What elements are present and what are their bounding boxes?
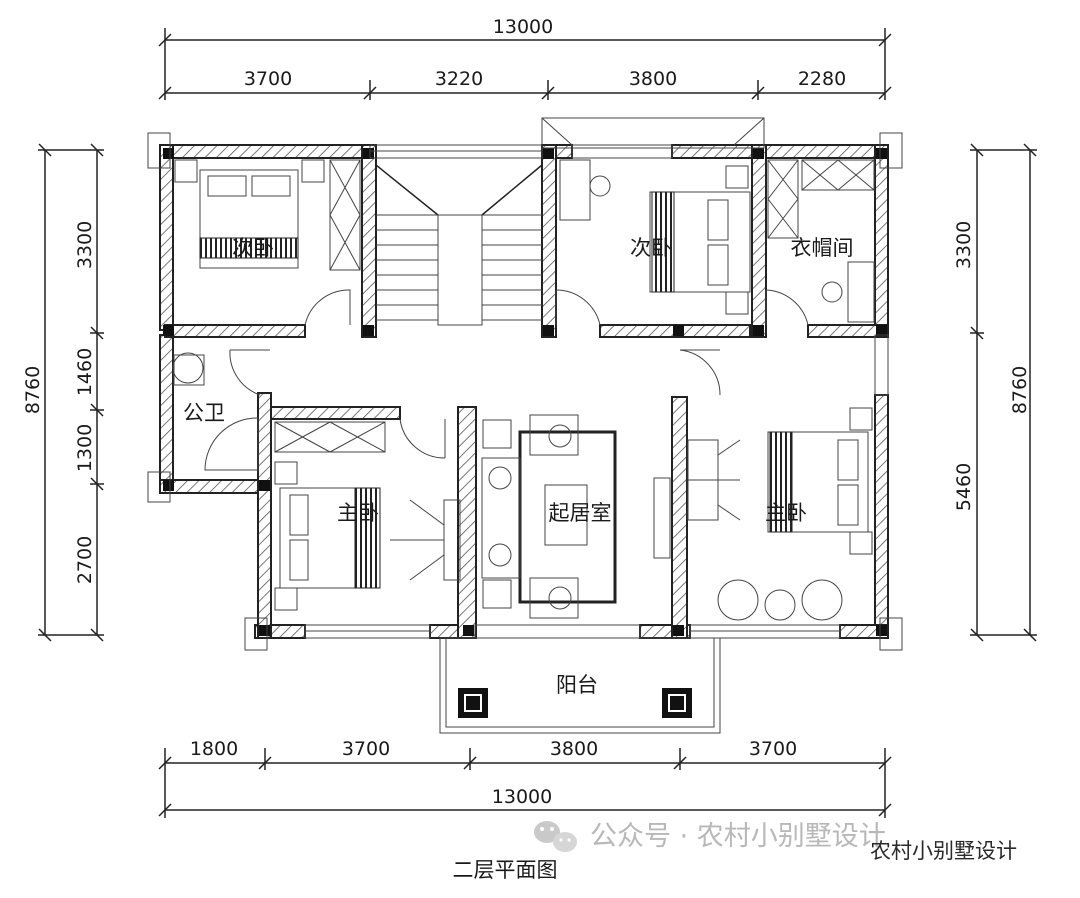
room-label-bedroom-n: 次卧	[630, 236, 672, 260]
dim-bottom-seg-3: 3800	[550, 738, 598, 760]
dim-left-total: 8760	[22, 366, 44, 414]
dimension-left	[38, 143, 104, 642]
dim-left-seg-1: 3300	[74, 221, 96, 269]
dim-bottom-seg-2: 3700	[342, 738, 390, 760]
watermark-text: 公众号 · 农村小别墅设计	[590, 821, 886, 852]
windows	[147, 117, 903, 651]
dim-right-seg-1: 3300	[953, 221, 975, 269]
dim-top-seg-2: 3220	[435, 68, 483, 90]
dim-bottom-total: 13000	[492, 786, 552, 808]
dim-top-seg-3: 3800	[629, 68, 677, 90]
columns	[163, 148, 887, 636]
dimension-top	[158, 28, 892, 100]
room-label-cloakroom: 衣帽间	[791, 236, 854, 260]
room-label-public-bath: 公卫	[183, 401, 225, 425]
dimension-right	[970, 143, 1037, 642]
dim-bottom-seg-4: 3700	[749, 738, 797, 760]
doors	[229, 289, 809, 459]
room-label-master-right: 主卧	[765, 501, 807, 525]
dim-top-seg-1: 3700	[244, 68, 292, 90]
dim-top-total: 13000	[493, 16, 553, 38]
walls	[159, 144, 889, 639]
dim-top-seg-4: 2280	[798, 68, 846, 90]
dim-bottom-seg-1: 1800	[190, 738, 238, 760]
watermark-small: 农村小别墅设计	[870, 839, 1017, 863]
dim-left-seg-2: 1460	[74, 348, 96, 396]
room-label-master-left: 主卧	[337, 501, 379, 525]
dim-right-seg-2: 5460	[953, 463, 975, 511]
furniture	[172, 159, 875, 621]
dim-right-total: 8760	[1009, 366, 1031, 414]
staircase	[375, 164, 543, 326]
dimension-bottom	[158, 748, 892, 818]
wechat-icon	[534, 821, 577, 852]
dim-left-seg-3: 1300	[74, 424, 96, 472]
dim-left-seg-4: 2700	[74, 536, 96, 584]
balcony	[439, 637, 721, 734]
room-label-bedroom-nw: 次卧	[232, 236, 274, 260]
room-label-balcony: 阳台	[556, 673, 598, 697]
drawing-title: 二层平面图	[453, 858, 558, 882]
room-label-living: 起居室	[549, 501, 612, 525]
